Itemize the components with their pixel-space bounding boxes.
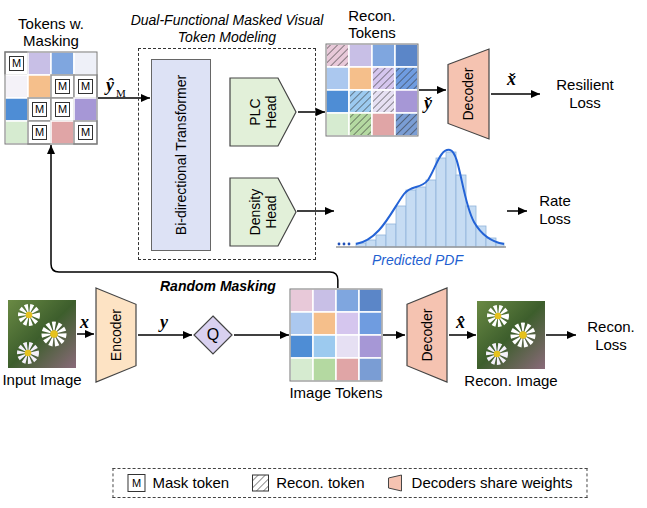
block-label: Density Head (247, 181, 279, 243)
legend-box: M Mask token Recon. token Decoders share we… (112, 468, 587, 498)
legend-text: Decoders share weights (412, 474, 573, 492)
mask-cell: M (74, 75, 97, 98)
flow-arrow (419, 89, 446, 91)
encoder-block: Encoder (95, 287, 137, 383)
trapR-shape (96, 288, 136, 382)
legend-text: Mask token (152, 474, 229, 492)
block-label: Decoder (419, 309, 435, 362)
head-block: PLC Head (229, 77, 297, 147)
block-label: Q (207, 327, 219, 343)
recon-token-grid (326, 44, 418, 136)
trapL-shape (407, 288, 447, 382)
chart-caption: Predicted PDF (372, 252, 463, 269)
token-grid: Image Tokens (290, 289, 382, 381)
caption-label: Input Image (0, 371, 90, 388)
module-box: Dual-Functional Masked Visual Token Mode… (138, 48, 316, 260)
math-symbol: y̌ (424, 94, 432, 112)
mask-cell: M (5, 52, 28, 75)
masked-grid: Tokens w. MaskingMMMMMMM (5, 52, 97, 144)
image-token-grid (290, 289, 382, 381)
transformer-box: Bi-directional Transformer (151, 59, 211, 251)
pdf-curve (356, 150, 504, 244)
process-label: Random Masking (160, 278, 276, 295)
legend-item: M Mask token (127, 474, 229, 492)
math-subscript: M (116, 88, 126, 99)
math-symbol: x (80, 313, 89, 331)
legend-sample-shape (251, 474, 269, 492)
recon-grid: Recon. Tokens (326, 44, 418, 136)
legend-sample-mark (389, 475, 402, 491)
legend-sample (387, 474, 405, 492)
pent-shape (230, 78, 296, 146)
caption-label: Image Tokens (281, 384, 391, 401)
mask-cell: M (74, 121, 97, 144)
legend-text: Recon. token (276, 474, 364, 492)
caption-label: Recon. Image (461, 372, 561, 389)
mask-token-letter: M (55, 102, 70, 117)
mask-cell: M (28, 98, 51, 121)
loss-label: Resilient Loss (545, 76, 625, 112)
input-photo (8, 300, 76, 368)
quantizer-diamond: Q (193, 315, 233, 355)
grid-outline (326, 44, 418, 136)
recon-photo (477, 301, 545, 369)
ellipsis-dots (338, 243, 351, 246)
recon-hatching (327, 45, 417, 135)
legend-item: Recon. token (251, 474, 364, 492)
input-image: Input Image (8, 300, 76, 368)
flow-arrow (77, 333, 94, 335)
block-label: PLC Head (247, 81, 279, 143)
legend-sample-mark (252, 475, 268, 491)
math-symbol: y (160, 313, 168, 331)
decoder-block: Decoder (447, 48, 490, 140)
recon-image: Recon. Image (477, 301, 545, 369)
flow-arrow (298, 111, 325, 113)
mask-cell: M (51, 98, 74, 121)
heading-label: Dual-Functional Masked Visual Token Mode… (112, 12, 342, 46)
loss-label: Recon. Loss (580, 318, 642, 354)
flow-arrow (138, 334, 192, 336)
math-symbol: x̂ (456, 313, 465, 331)
legend-sample (251, 474, 269, 492)
pent-shape (230, 178, 296, 246)
mask-cell: M (28, 121, 51, 144)
grid-outline (290, 289, 382, 381)
decoder-block: Decoder (406, 287, 448, 383)
heading-label: Tokens w. Masking (1, 15, 101, 49)
trapL-shape (448, 49, 489, 139)
mask-token-letter: M (78, 125, 93, 140)
mask-symbol: M (132, 478, 141, 489)
legend-sample-shape (387, 474, 405, 492)
masked-token-grid (5, 52, 97, 144)
mask-cell: M (51, 75, 74, 98)
math-symbol: ŷ (106, 76, 114, 94)
pdf-axis (336, 246, 506, 248)
flow-arrow (449, 334, 476, 336)
mask-token-letter: M (32, 125, 47, 140)
grid-outline (5, 52, 97, 144)
block-label: Decoder (460, 68, 476, 121)
math-symbol: x̌ (507, 70, 516, 88)
flow-arrow (234, 334, 289, 336)
flow-arrow (383, 334, 405, 336)
diamond-shape (194, 316, 232, 354)
head-block: Density Head (229, 177, 297, 247)
loss-label: Rate Loss (530, 192, 580, 228)
mask-token-letter: M (78, 79, 93, 94)
legend-item: Decoders share weights (387, 474, 573, 492)
heading-label: Recon. Tokens (324, 7, 420, 41)
block-label: Bi-directional Transformer (173, 75, 189, 235)
block-label: Encoder (108, 309, 124, 361)
legend-sample: M (127, 474, 145, 492)
mask-token-letter: M (32, 102, 47, 117)
mask-token-letter: M (9, 56, 24, 71)
mask-token-letter: M (55, 79, 70, 94)
